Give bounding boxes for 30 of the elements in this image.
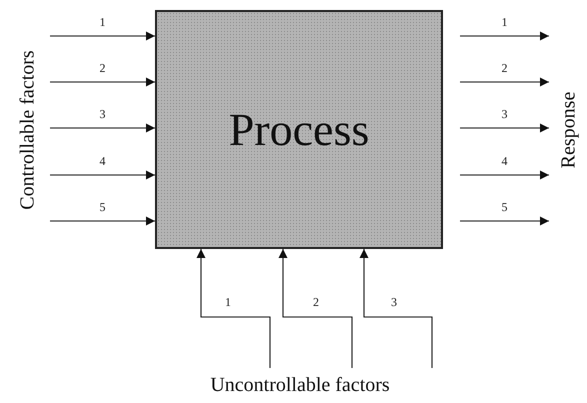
edge-label: 2: [312, 296, 320, 308]
arrow: [460, 170, 549, 180]
edge-label: 2: [98, 62, 106, 74]
arrow: [460, 78, 549, 86]
edge-label: 1: [500, 16, 508, 28]
edge-label: 1: [98, 16, 106, 28]
edge-label: 4: [98, 155, 106, 167]
edge-label: 3: [98, 108, 106, 120]
response-label: Response: [552, 80, 584, 180]
edge-label: 2: [500, 62, 508, 74]
arrow: [360, 249, 433, 368]
process-box: Process: [155, 10, 443, 249]
edge-label: 3: [390, 296, 398, 308]
factor-label: Uncontrollable factors: [180, 368, 420, 402]
arrow: [50, 216, 155, 226]
arrow: [50, 32, 155, 40]
arrow: [196, 249, 271, 368]
edge-label: 3: [500, 108, 508, 120]
edge-label: 5: [500, 201, 508, 213]
arrow: [50, 78, 155, 86]
arrow: [460, 32, 549, 40]
arrow: [50, 124, 155, 132]
edge-label: 1: [224, 296, 232, 308]
arrow: [278, 249, 353, 368]
factor-label: Controllable factors: [8, 20, 48, 240]
arrow: [50, 170, 155, 180]
edge-label: 4: [500, 155, 508, 167]
edge-label: 5: [98, 201, 106, 213]
arrow: [460, 216, 549, 226]
arrow: [460, 124, 549, 132]
